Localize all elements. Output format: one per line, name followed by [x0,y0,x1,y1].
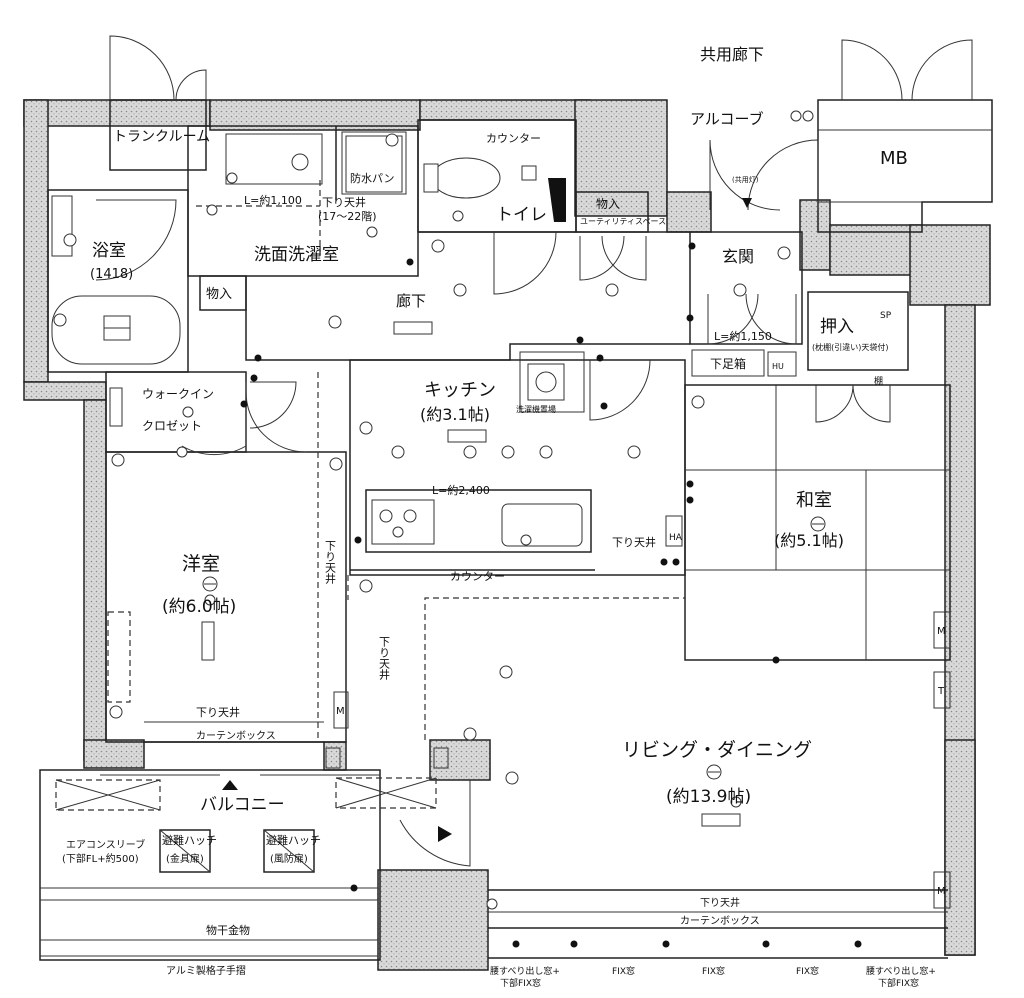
label-japanese-size: (約5.1帖) [774,531,844,550]
interior-walls [39,99,993,961]
label-l1100: L=約1,100 [244,193,302,207]
label-gas: (共用灯) [732,175,759,184]
label-utility-space: ユーティリティスペース [580,217,666,226]
label-counter: カウンター [450,570,505,583]
label-fix2: FIX窓 [702,965,725,977]
label-m2: M [937,626,946,637]
label-railing: アルミ製格子手摺 [166,964,246,977]
label-storage-small: 物入 [206,287,232,302]
label-toilet: トイレ [496,205,547,225]
label-bath-size: (1418) [90,267,133,282]
label-m1: M [336,706,345,717]
label-drop-ceiling-l: 下り天井 [700,896,740,909]
label-kitchen-size: (約3.1帖) [420,405,490,424]
label-hook: 棚 [874,375,883,387]
label-entrance: 玄関 [722,247,754,266]
label-win1b: 下部FIX窓 [500,977,541,989]
label-common-corridor: 共用廊下 [700,45,764,64]
label-walkin2: クロゼット [142,419,202,433]
label-living-size: (約13.9帖) [666,787,751,807]
label-win2b: 下部FIX窓 [878,977,919,989]
label-curtain-box-l: カーテンボックス [680,915,760,927]
label-l2400: L=約2,400 [432,483,490,497]
label-bath: 浴室 [92,241,126,261]
fixtures [51,110,862,948]
label-l1150: L=約1,150 [714,329,772,343]
label-living: リビング・ダイニング [622,739,812,761]
label-kitchen: キッチン [424,380,496,401]
label-win2: 腰すべり出し窓+ [866,965,936,977]
label-walkin: ウォークイン [142,387,214,401]
label-win1: 腰すべり出し窓+ [490,965,560,977]
label-alcove: アルコーブ [690,110,764,128]
label-aircon-sleeve: エアコンスリーブ [66,838,145,851]
label-sp: SP [880,311,892,321]
label-dishwasher: 洗濯機置場 [516,404,556,414]
label-closet: 押入 [820,317,854,337]
label-mb: MB [880,148,908,169]
labels: 共用廊下 トランクルーム アルコーブ MB 浴室 (1418) 防水パン L=約… [62,45,946,989]
label-drop-ceiling-1: 下り天井 [322,195,366,209]
label-hatch2b: (風防扉) [270,852,308,865]
label-drop-ceiling-k: 下り天井 [612,535,656,549]
label-hatch1b: (金具扉) [166,852,204,865]
doors [95,35,973,867]
label-washroom: 洗面洗濯室 [254,245,339,265]
label-shoe-box: 下足箱 [710,356,746,371]
label-fix1: FIX窓 [612,965,635,977]
label-hu: HU [772,362,784,371]
label-m3: M [937,886,946,897]
label-utility-storage: 物入 [596,197,620,211]
label-curtain-box-w: カーテンボックス [196,730,276,742]
label-western-room: 洋室 [182,553,220,575]
label-clothes-rack: 物干金物 [206,923,250,937]
label-balcony: バルコニー [200,795,285,815]
label-drop-ceiling-1b: (17～22階) [318,209,377,223]
label-counter-top: カウンター [486,132,541,145]
label-t1: T [937,686,945,697]
label-drop-ceiling-w: 下り天井 [196,705,240,719]
label-hatch2: 避難ハッチ [266,833,321,847]
label-drop-ceiling-v: 下り天井 [324,540,337,585]
label-japanese-room: 和室 [796,490,832,511]
label-hatch1: 避難ハッチ [162,833,217,847]
label-corridor: 廊下 [396,292,426,310]
label-fix3: FIX窓 [796,965,819,977]
label-trunk-room: トランクルーム [113,129,210,145]
label-closet-note: (枕棚(引違い)天袋付) [812,342,888,352]
label-waterproof-pan: 防水パン [350,171,395,185]
label-aircon-sleeve-b: (下部FL+約500) [62,852,139,865]
label-ha: HA [669,533,683,543]
label-western-size: (約6.0帖) [162,597,236,617]
label-drop-ceiling-v2: 下り天井 [378,636,391,681]
